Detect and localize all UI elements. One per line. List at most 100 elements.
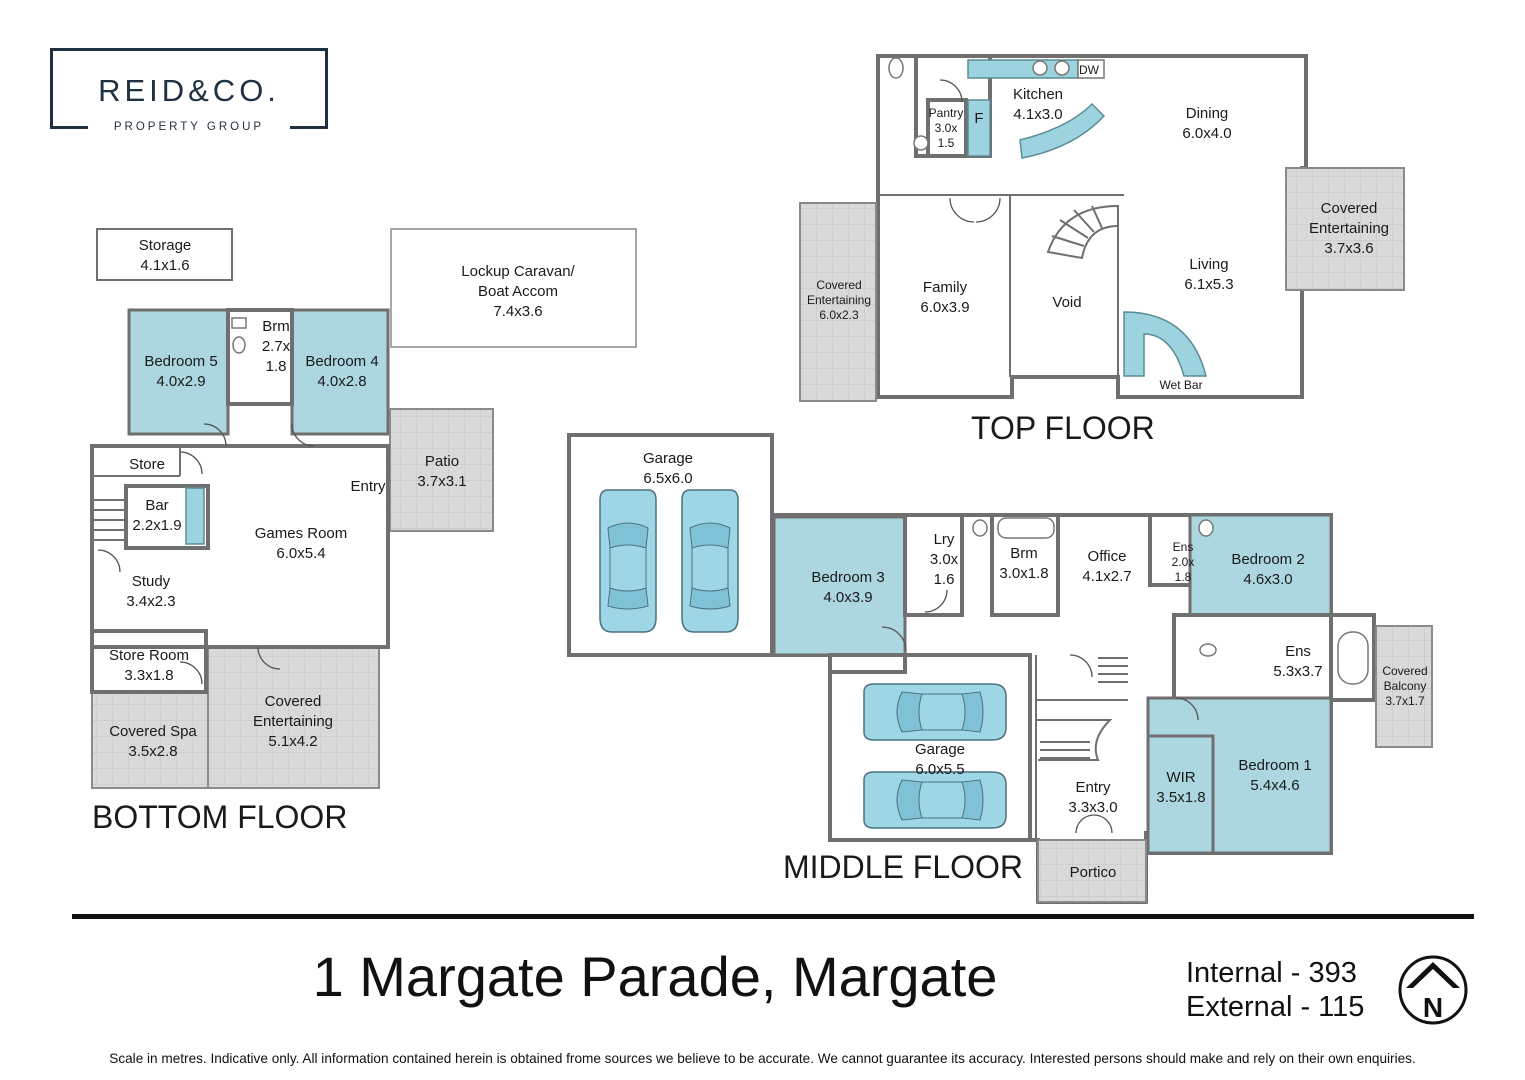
bedroom4-shape [290,308,390,436]
bath-middle [997,517,1055,539]
room-label-line: Covered [1321,200,1378,217]
room-label-line: Living [1189,256,1228,273]
bedroom3-shape [772,515,907,657]
room-label-line: Covered [1382,664,1427,678]
room-label-wir: WIR 3.5x1.8 [1156,769,1205,806]
room-label-line: Entry [1075,779,1111,796]
room-label-line: Bedroom 1 [1238,757,1311,774]
room-label-line: Entertaining [1309,220,1389,237]
bedroom5-shape [127,308,230,436]
room-label-line: 5.4x4.6 [1250,777,1299,794]
room-label-line: 4.0x2.9 [156,373,205,390]
room-label-line: Bedroom 4 [305,353,378,370]
room-label-line: Covered Spa [109,723,197,740]
basin-bottom [231,317,247,329]
sink-2 [1054,60,1070,76]
brand-logo: REID&CO. PROPERTY GROUP [50,48,328,133]
room-label-portico: Portico [1070,864,1117,881]
room-label-line: Pantry [929,106,964,120]
room-label-line: 4.6x3.0 [1243,571,1292,588]
room-label-line: 3.0x [930,551,959,568]
room-label-line: 7.4x3.6 [493,303,542,320]
patio-shape [389,408,494,532]
room-label-line: 3.7x3.6 [1324,240,1373,257]
covered-entertaining-top-left-shape [799,202,877,402]
room-label-line: 4.1x2.7 [1082,568,1131,585]
lry-shape [903,513,964,617]
portico-shape [1037,839,1147,903]
room-label-line: 3.5x1.8 [1156,789,1205,806]
fridge-box [967,99,991,157]
basin-top [913,135,929,151]
room-label-line: WIR [1166,769,1195,786]
north-letter: N [1423,992,1443,1023]
room-label-line: 5.1x4.2 [268,733,317,750]
dishwasher-box [1077,59,1105,79]
room-label-line: 3.4x2.3 [126,593,175,610]
storeroom-shape [90,629,208,694]
middle-stairs [1035,655,1128,840]
room-label-line: Entertaining [807,293,871,307]
room-label-line: 4.1x3.0 [1013,106,1062,123]
room-label-line: 4.1x1.6 [140,257,189,274]
room-label-line: 3.7x1.7 [1385,694,1425,708]
top-floor-title: TOP FLOOR [971,410,1155,446]
external-value: 115 [1318,991,1365,1023]
room-label-line: Office [1088,548,1127,565]
room-label-line: 3.7x3.1 [417,473,466,490]
room-label-line: 6.0x3.9 [920,299,969,316]
room-label-line: 5.3x3.7 [1273,663,1322,680]
covered-spa-shape [91,691,209,789]
garage2-shape [828,653,1032,842]
external-label: External - [1186,991,1311,1023]
room-label-wetbar: Wet Bar [1159,378,1202,392]
room-label-line: Boat Accom [478,283,558,300]
internal-area: Internal - 393 [1186,956,1364,990]
car-4 [863,771,1007,829]
room-label-line: 2.2x1.9 [132,517,181,534]
room-label-line: Covered [816,278,861,292]
floor-plan: BOTTOM FLOOR MIDDLE FLOOR TOP FLOOR Stor… [90,54,1433,904]
bottom-floor [90,228,637,789]
room-label-dw: DW [1079,63,1100,77]
room-label-line: Brm [262,318,290,335]
room-label-line: Void [1052,294,1081,311]
room-label-line: 3.5x2.8 [128,743,177,760]
store-walls [92,446,181,477]
top-floor [799,54,1405,402]
room-label-line: Wet Bar [1159,378,1202,392]
room-label-line: Kitchen [1013,86,1063,103]
bedroom2-shape [1188,513,1333,617]
bathtub [1337,631,1369,685]
toilet-ens-small [1198,519,1214,537]
room-label-bedroom1: Bedroom 1 5.4x4.6 [1238,757,1311,794]
external-area: External - 115 [1186,990,1364,1024]
room-label-line: Garage [915,741,965,758]
room-label-bedroom5: Bedroom 5 4.0x2.9 [144,353,217,390]
brm-middle-shape [990,513,1060,617]
wet-bar-counter [1123,311,1207,377]
property-address: 1 Margate Parade, Margate [312,945,998,1008]
room-label-line: Portico [1070,864,1117,881]
wir-shape [1146,734,1215,855]
door-swings-top [939,79,1001,223]
room-label-line: 1.8 [266,358,287,375]
toilet-ens [1199,643,1217,657]
room-label-line: Bedroom 5 [144,353,217,370]
room-label-line: Dining [1186,105,1229,122]
pantry-shape [926,98,968,158]
room-label-line: 1.5 [938,136,955,150]
